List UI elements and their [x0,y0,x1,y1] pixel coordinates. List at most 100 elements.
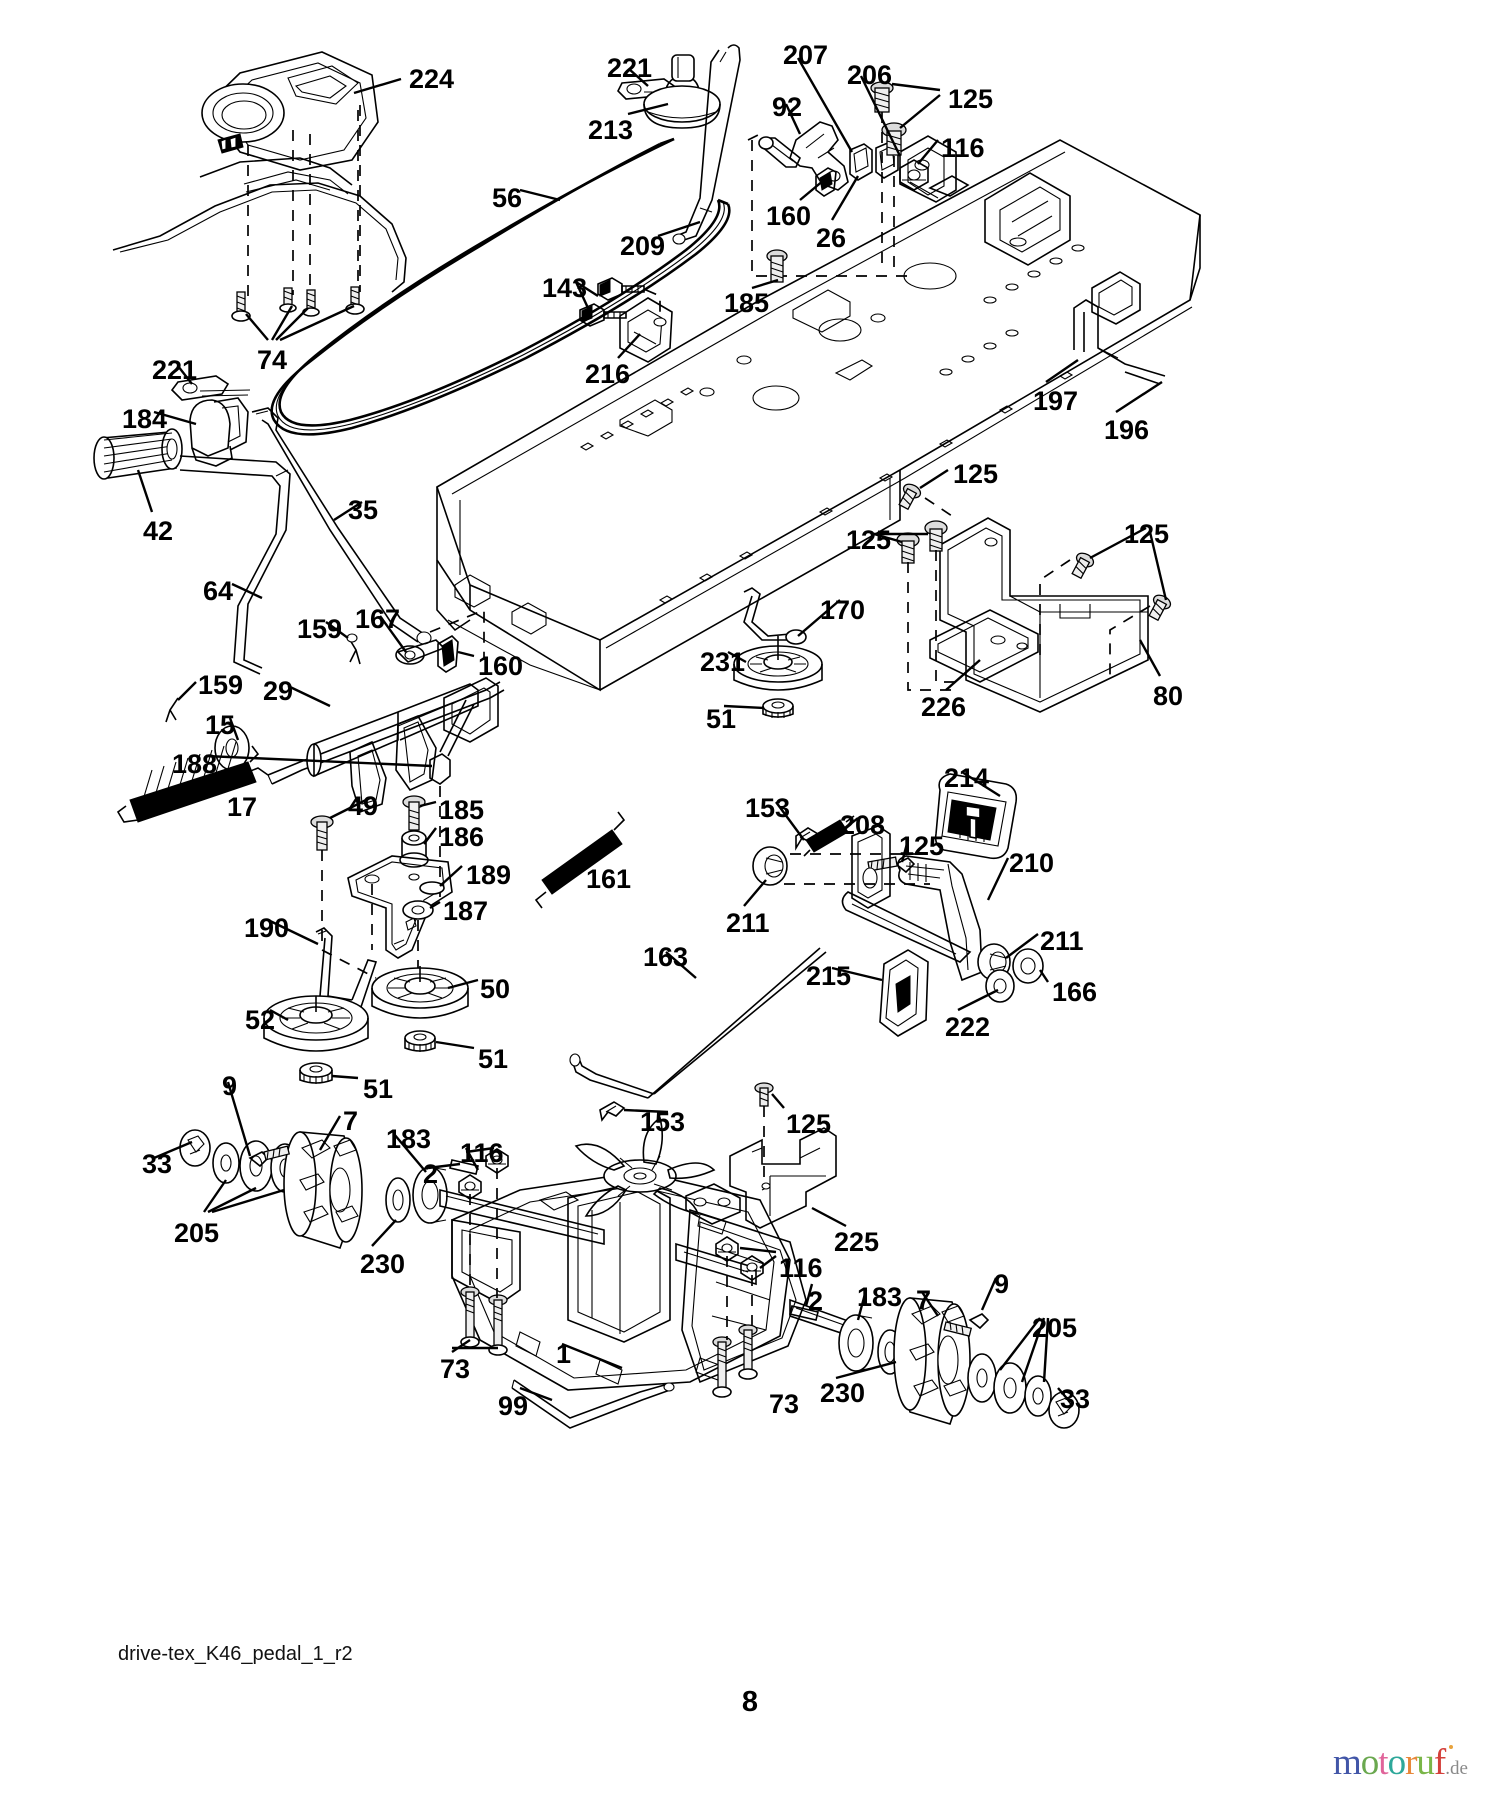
part-184-knob [189,397,249,467]
part-9-bolt-left [248,1145,291,1168]
part-pedal-mount-plate [851,825,891,909]
callout-190: 190 [244,913,290,943]
callout-73-right: 73 [769,1389,800,1419]
callout-116-bot: 116 [779,1253,823,1283]
part-208-spring [803,815,855,857]
callout-143: 143 [542,273,588,303]
dashed-209-to-frame [751,140,908,277]
part-116-locknuts [458,1148,764,1281]
callout-125-g1: 125 [953,459,999,489]
watermark-letter-1: o [1360,1742,1379,1783]
part-213-shift-knob [643,54,721,129]
callout-213: 213 [588,115,634,145]
part-160-retainer-b [437,635,459,673]
callout-206: 206 [847,60,893,90]
part-161-spring [534,811,626,909]
callout-125-g2: 125 [846,525,892,555]
callout-221-left: 221 [152,355,198,385]
callout-161: 161 [586,864,632,894]
callout-56: 56 [492,183,523,213]
part-116-locknut-top [899,159,929,191]
part-33-cap-left [179,1129,211,1167]
callout-167: 167 [355,604,401,634]
callout-64: 64 [203,576,234,606]
part-74-screws [231,286,365,322]
watermark-dot [1449,1745,1453,1749]
callout-209: 209 [620,231,666,261]
callout-9-left: 9 [222,1071,238,1101]
callout-159-a: 159 [297,614,343,644]
callout-208: 208 [840,810,886,840]
dashed-209-up [747,131,765,141]
part-7-wheel-hub-left [283,1131,363,1249]
dashed-125-bolt-lines [881,112,895,276]
part-99-rod [511,1379,675,1429]
callout-74: 74 [257,345,288,375]
part-17-extension-spring [116,741,260,823]
callout-2-right: 2 [808,1286,824,1316]
callout-189: 189 [466,860,512,890]
callout-160-a: 160 [766,201,812,231]
tractor-frame-assembly [436,139,1201,692]
part-230-washer-left [385,1177,411,1223]
callout-15: 15 [205,710,236,740]
diagram-caption: drive-tex_K46_pedal_1_r2 [118,1643,353,1665]
callout-52: 52 [245,1005,276,1035]
callout-92: 92 [772,92,803,122]
watermark-suffix: .de [1445,1758,1468,1779]
part-35-rod [251,407,432,645]
part-125-bolts-top [870,81,907,156]
transaxle-cooling-fan [574,1116,716,1217]
part-187-washer [402,900,434,920]
part-166-retainer [1012,948,1044,984]
callout-125-ped: 125 [899,831,945,861]
part-125-shield-bolts [896,483,1172,622]
part-160-retainer [815,167,837,197]
callout-210: 210 [1009,848,1055,878]
callout-215: 215 [806,961,852,991]
part-49-bolt [310,815,334,851]
callout-33-right: 33 [1060,1384,1091,1414]
callout-7-left: 7 [343,1106,359,1136]
watermark-letter-5: u [1416,1742,1434,1783]
callout-205-left: 205 [174,1218,220,1248]
callout-26: 26 [816,223,847,253]
part-7-wheel-hub-right [893,1297,971,1425]
part-1-transaxle [451,1171,807,1391]
part-185-bolt-upper [766,249,788,283]
callout-125-bot: 125 [786,1109,832,1139]
dashed-116-73 [469,1168,753,1340]
part-143-cable-clamps [579,277,645,327]
left-hub-assembly [179,1129,605,1249]
part-51-flange-nut-a [299,1062,333,1084]
part-170-spring-rod [743,587,807,645]
part-207-control-lever [789,121,849,191]
callout-51-a: 51 [363,1074,394,1104]
watermark-letter-6: f [1433,1742,1446,1783]
callout-211-b: 211 [1040,926,1084,956]
callout-183-left: 183 [386,1124,432,1154]
callout-42: 42 [143,516,174,546]
part-221-hairpin-clip-left [170,375,251,401]
part-209-shift-lever [672,44,741,245]
part-216-bracket [619,297,673,363]
callout-2-left: 2 [423,1159,439,1189]
part-153-clip-bottom [599,1101,626,1122]
callout-185-a: 185 [724,288,770,318]
callout-214: 214 [944,763,990,793]
part-189-bracket [347,855,453,959]
callout-207: 207 [783,40,829,70]
callout-80: 80 [1153,681,1184,711]
part-pivot-shaft-assembly [306,677,499,814]
watermark-letter-2: t [1378,1742,1388,1783]
callout-73-left: 73 [440,1354,471,1384]
callout-116-left: 116 [460,1138,504,1168]
callout-183-right: 183 [857,1282,903,1312]
callout-163: 163 [643,942,689,972]
callout-231: 231 [700,647,746,677]
callout-159-b: 159 [198,670,244,700]
part-163-rod [569,947,827,1099]
part-64-lift-handle [179,455,291,675]
part-224-console [112,51,407,293]
callout-51-b: 51 [478,1044,509,1074]
